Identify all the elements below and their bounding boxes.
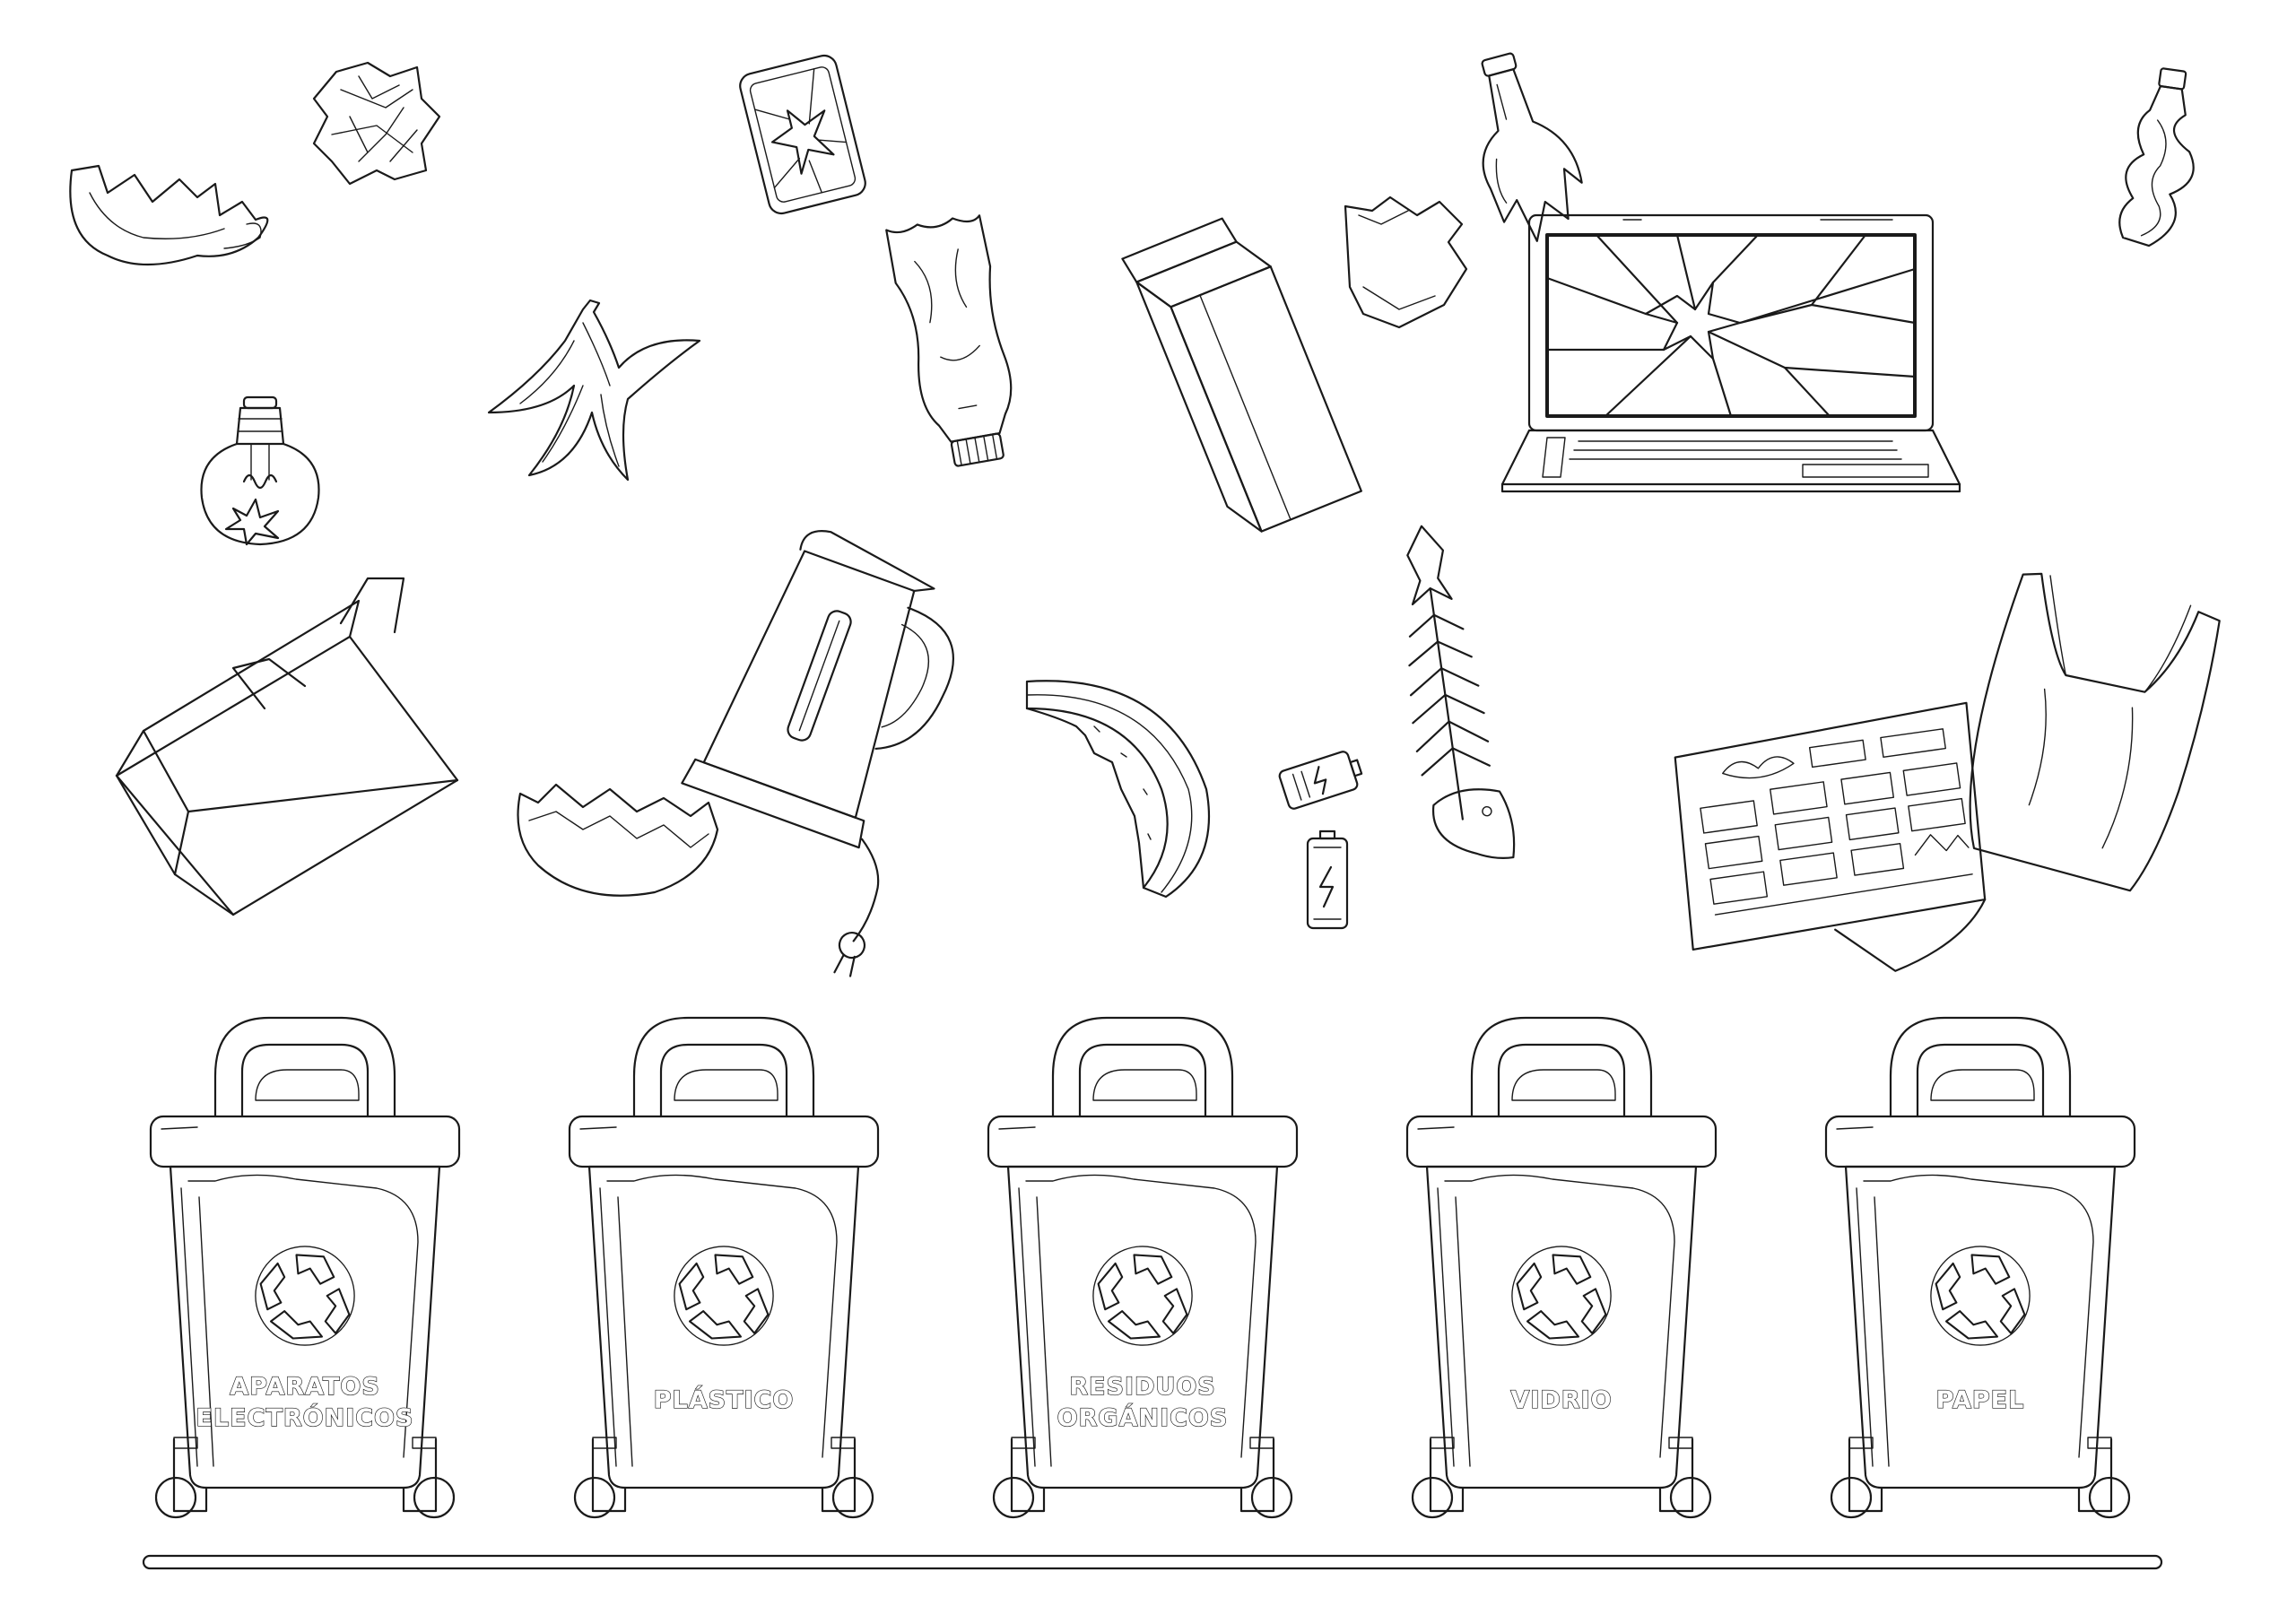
newspaper-icon [1674, 701, 1987, 972]
egg-shell-icon [517, 783, 719, 897]
fish-bone-icon [1406, 525, 1516, 859]
battery-icon [1306, 829, 1349, 930]
crumpled-paper-icon [312, 61, 441, 186]
bin-label: RESIDUOS [1069, 1373, 1215, 1401]
bin-label: PLÁSTICO [654, 1385, 795, 1414]
trash-bin-icon [987, 1016, 1299, 1519]
recycle-icon [1091, 1245, 1194, 1347]
broken-lightbulb-icon [200, 395, 320, 546]
banana-peel-icon [487, 299, 701, 482]
crumpled-plastic-bottle-icon [2118, 67, 2195, 248]
broken-bottle-icon [1481, 52, 1583, 242]
trash-bin-icon [149, 1016, 461, 1519]
bin-label: PAPEL [1936, 1386, 2025, 1414]
bin-label: VIDRIO [1510, 1386, 1612, 1414]
broken-laptop-icon [1500, 213, 1961, 493]
trash-bin[interactable]: RESIDUOS ORGÁNICOS [987, 1016, 1299, 1519]
bin-row: APARATOS ELECTRÓNICOS PLÁSTICO RESIDUOS … [149, 1016, 2136, 1519]
trash-bin[interactable]: PAPEL [1824, 1016, 2136, 1519]
milk-carton-icon [1121, 217, 1362, 533]
broken-glass-icon [1344, 195, 1468, 329]
trash-bin-icon [1405, 1016, 1718, 1519]
plastic-bag-icon [1969, 572, 2221, 892]
crushed-bottle-icon [885, 214, 1013, 467]
battery-icon [1278, 751, 1363, 810]
trash-bin[interactable]: APARATOS ELECTRÓNICOS [149, 1016, 461, 1519]
cardboard-box-icon [115, 577, 459, 916]
broken-phone-icon [739, 54, 866, 215]
bin-label: APARATOS [230, 1373, 380, 1401]
recycle-icon [1510, 1245, 1613, 1347]
kettle-icon [681, 530, 955, 977]
recycle-icon [1929, 1245, 2031, 1347]
bin-label: ORGÁNICOS [1057, 1403, 1229, 1432]
trash-bin-icon [1824, 1016, 2136, 1519]
trash-bin[interactable]: VIDRIO [1405, 1016, 1718, 1519]
floor-line [142, 1554, 2163, 1570]
watermelon-rind-icon [1025, 680, 1211, 899]
crumpled-cup-icon [69, 164, 269, 266]
trash-bin-icon [568, 1016, 880, 1519]
bin-label: ELECTRÓNICOS [196, 1403, 414, 1432]
recycle-icon [254, 1245, 356, 1347]
recycle-icon [673, 1245, 775, 1347]
trash-bin[interactable]: PLÁSTICO [568, 1016, 880, 1519]
